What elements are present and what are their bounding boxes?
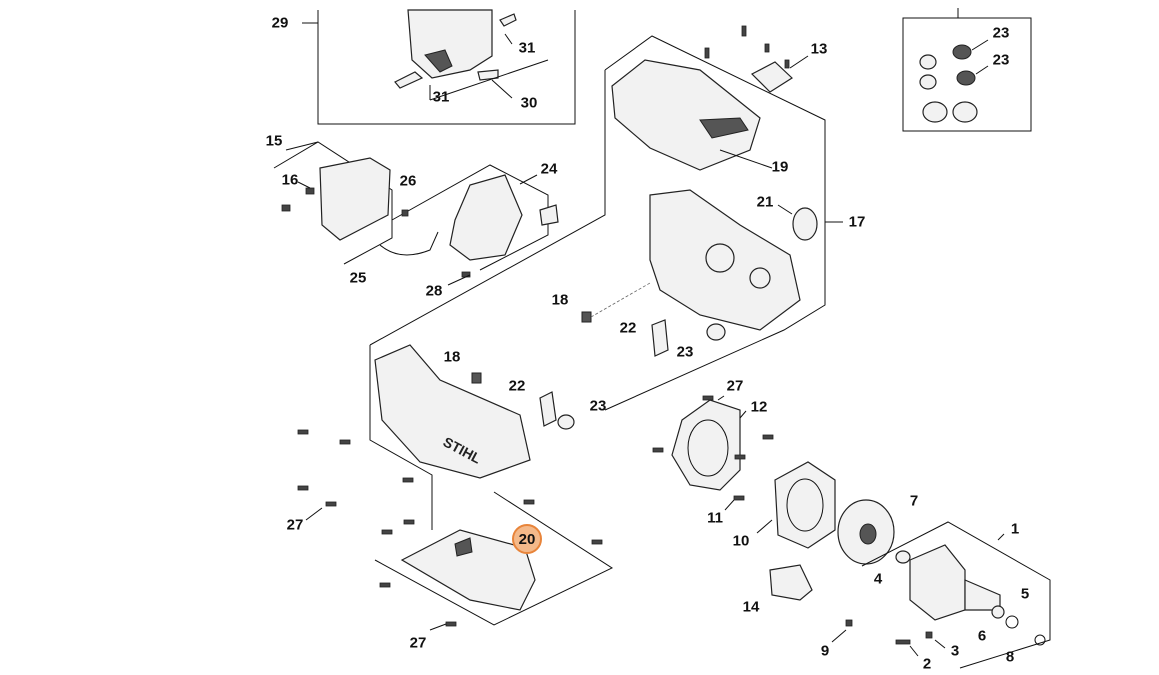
crankcase-box	[861, 521, 1051, 669]
air-filter-box	[273, 141, 393, 265]
callout-17[interactable]: 17	[848, 213, 866, 231]
callout-20-highlighted[interactable]: 20	[512, 524, 542, 554]
callout-23[interactable]: 23	[589, 397, 607, 415]
handle-assembly-box	[302, 9, 576, 125]
callout-15[interactable]: 15	[265, 132, 283, 150]
callout-27[interactable]: 27	[286, 516, 304, 534]
callout-13[interactable]: 13	[810, 40, 828, 58]
callout-10[interactable]: 10	[732, 532, 750, 550]
callout-11[interactable]: 11	[707, 509, 723, 527]
callout-6[interactable]: 6	[977, 627, 987, 645]
grommet	[769, 564, 813, 601]
fan-housing	[671, 399, 741, 491]
callout-14[interactable]: 14	[742, 598, 760, 616]
callout-21[interactable]: 21	[756, 193, 774, 211]
callout-3[interactable]: 3	[950, 642, 960, 660]
callout-31[interactable]: 31	[432, 88, 450, 106]
callout-18[interactable]: 18	[443, 348, 461, 366]
callout-2[interactable]: 2	[922, 655, 932, 673]
callout-4[interactable]: 4	[873, 570, 883, 588]
callout-16[interactable]: 16	[281, 171, 299, 189]
flywheel	[837, 499, 895, 565]
callout-19[interactable]: 19	[771, 158, 789, 176]
callout-7[interactable]: 7	[909, 492, 919, 510]
callout-25[interactable]: 25	[349, 269, 367, 287]
callout-9[interactable]: 9	[820, 642, 830, 660]
callout-24[interactable]: 24	[540, 160, 558, 178]
callout-30[interactable]: 30	[520, 94, 538, 112]
callout-28[interactable]: 28	[425, 282, 443, 300]
callout-5[interactable]: 5	[1020, 585, 1030, 603]
rollers-box	[902, 8, 1032, 132]
loose-screws	[297, 395, 853, 643]
callout-12[interactable]: 12	[750, 398, 768, 416]
callout-22[interactable]: 22	[619, 319, 637, 337]
callout-27[interactable]: 27	[409, 634, 427, 652]
starter-housing	[774, 461, 836, 549]
callout-23[interactable]: 23	[676, 343, 694, 361]
callout-23[interactable]: 23	[992, 51, 1010, 69]
callout-29[interactable]: 29	[271, 14, 289, 32]
callout-22[interactable]: 22	[508, 377, 526, 395]
callout-8[interactable]: 8	[1005, 648, 1015, 666]
callout-31[interactable]: 31	[518, 39, 536, 57]
callout-27[interactable]: 27	[726, 377, 744, 395]
ignition-control-box	[379, 164, 559, 286]
engine-housing-box	[369, 25, 843, 411]
callout-1[interactable]: 1	[1010, 520, 1020, 538]
callout-23[interactable]: 23	[992, 24, 1010, 42]
callout-18[interactable]: 18	[551, 291, 569, 309]
lower-housing: STIHL	[369, 344, 575, 530]
callout-26[interactable]: 26	[399, 172, 417, 190]
side-cover-box	[374, 491, 614, 626]
